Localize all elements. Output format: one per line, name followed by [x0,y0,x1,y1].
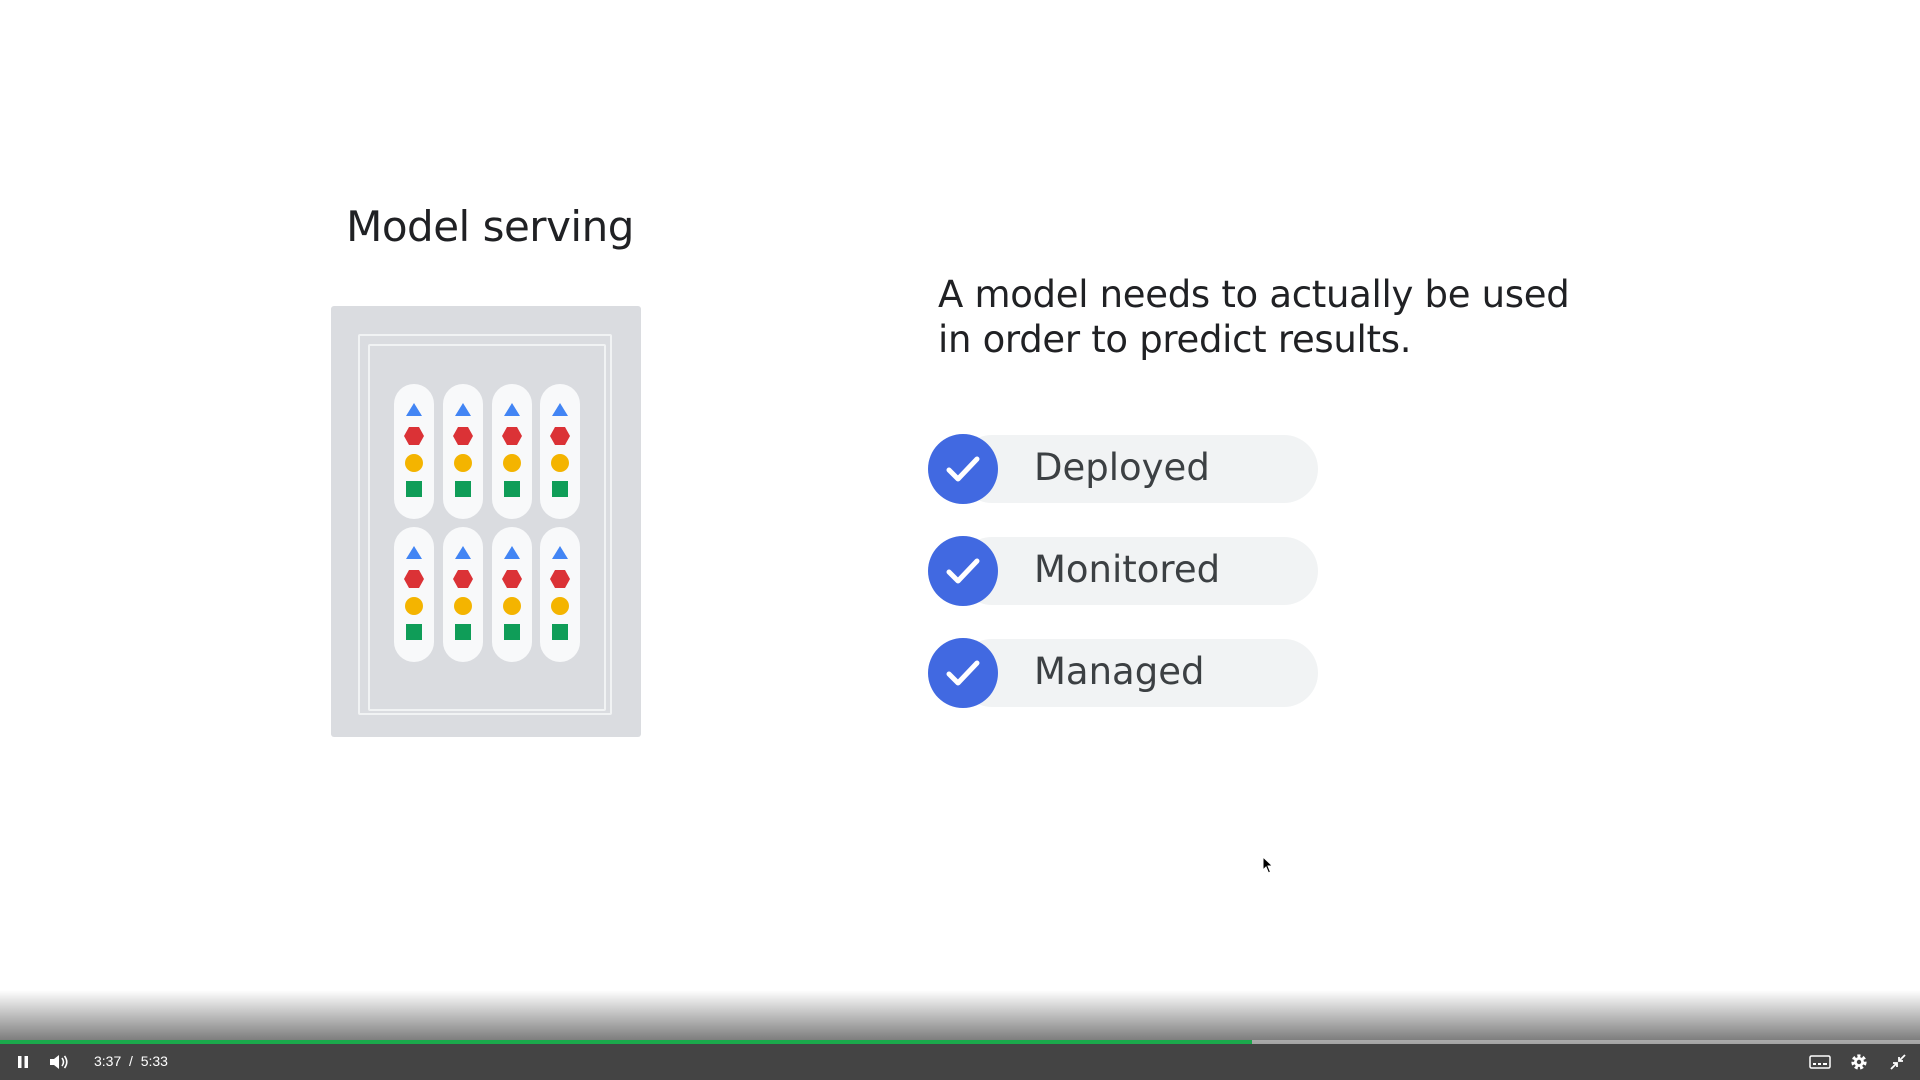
hexagon-icon [502,427,522,445]
hexagon-icon [404,427,424,445]
square-icon [552,481,568,497]
settings-button[interactable] [1843,1044,1875,1080]
server-slot [443,527,483,662]
checklist-item-monitored: Monitored [928,536,1318,606]
square-icon [455,624,471,640]
checklist-bar [958,537,1318,605]
triangle-icon [504,403,520,416]
settings-icon [1851,1054,1867,1070]
player-controls: 3:37 / 5:33 [0,1044,1920,1080]
current-time: 3:37 [94,1053,122,1069]
circle-icon [503,454,521,472]
captions-button[interactable] [1804,1044,1836,1080]
hexagon-icon [453,570,473,588]
triangle-icon [406,546,422,559]
triangle-icon [552,403,568,416]
pause-button[interactable] [8,1044,38,1080]
checkmark-icon [928,638,998,708]
checklist-label: Deployed [1034,446,1210,489]
square-icon [406,624,422,640]
circle-icon [454,454,472,472]
hexagon-icon [453,427,473,445]
checklist-item-deployed: Deployed [928,434,1318,504]
checkmark-icon [928,434,998,504]
triangle-icon [455,403,471,416]
server-frame-inner [368,344,606,711]
checkmark-icon [928,536,998,606]
description-line-2: in order to predict results. [938,318,1412,361]
square-icon [455,481,471,497]
hexagon-icon [550,570,570,588]
volume-button[interactable] [44,1044,74,1080]
time-separator: / [129,1053,133,1069]
volume-icon [50,1055,68,1069]
progress-fill [0,1040,1252,1044]
description-line-1: A model needs to actually be used [938,273,1570,316]
mouse-cursor-icon [1262,855,1274,878]
checklist-bar [958,639,1318,707]
server-slot [540,384,580,519]
hexagon-icon [502,570,522,588]
checklist-item-managed: Managed [928,638,1318,708]
square-icon [504,481,520,497]
duration: 5:33 [140,1053,168,1069]
square-icon [504,624,520,640]
pause-icon [18,1056,28,1068]
server-frame [358,334,612,715]
triangle-icon [504,546,520,559]
checklist-bar [958,435,1318,503]
hexagon-icon [404,570,424,588]
hexagon-icon [550,427,570,445]
triangle-icon [552,546,568,559]
checklist-label: Monitored [1034,548,1221,591]
server-rack-illustration [331,306,641,737]
server-slot [492,527,532,662]
circle-icon [551,454,569,472]
circle-icon [454,597,472,615]
time-display: 3:37 / 5:33 [94,1053,168,1069]
exit-fullscreen-button[interactable] [1882,1044,1914,1080]
square-icon [552,624,568,640]
server-slot [540,527,580,662]
captions-icon [1809,1055,1831,1069]
progress-bar[interactable] [0,1040,1920,1044]
slide-description: A model needs to actually be used in ord… [938,272,1578,362]
server-slot [443,384,483,519]
slide-title: Model serving [346,202,634,251]
circle-icon [503,597,521,615]
square-icon [406,481,422,497]
exit-fullscreen-icon [1890,1054,1906,1070]
server-slot [394,527,434,662]
circle-icon [405,454,423,472]
circle-icon [405,597,423,615]
triangle-icon [455,546,471,559]
triangle-icon [406,403,422,416]
server-slot [394,384,434,519]
server-slot [492,384,532,519]
circle-icon [551,597,569,615]
checklist-label: Managed [1034,650,1205,693]
